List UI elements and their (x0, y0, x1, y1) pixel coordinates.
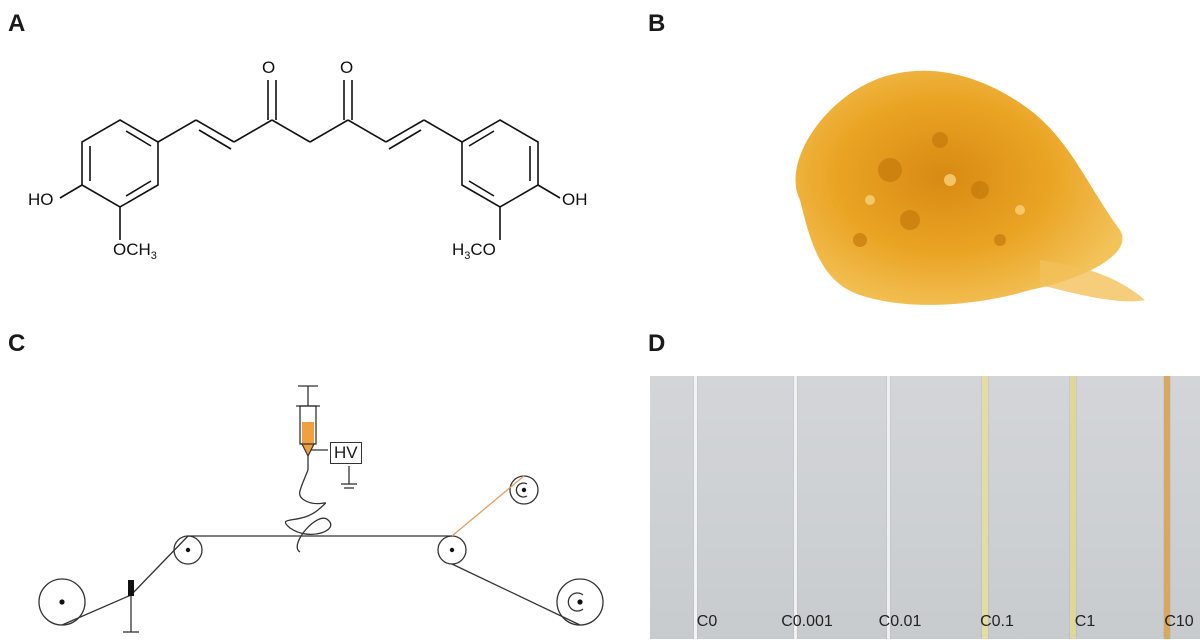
tensioner-block (128, 580, 134, 596)
fiber-photo: C0 C0.001 C0.01 C0.1 C1 C10 (650, 376, 1200, 639)
fiber-C1 (1070, 376, 1076, 639)
structure-drawing (59, 80, 561, 240)
fiber-label: C1 (1074, 613, 1096, 630)
fiber-C0 (693, 376, 697, 639)
panel-letter-a: A (8, 10, 26, 37)
curcumin-structure: O O HO OCH3 OH H3CO (0, 40, 640, 300)
hydroxyl-left: HO (28, 190, 54, 209)
fiber-label: C10 (1164, 613, 1194, 630)
methoxy-right: H3CO (452, 240, 496, 262)
fiber-label: C0.1 (980, 613, 1014, 630)
carbonyl-oxygen-1: O (262, 58, 276, 77)
methoxy-left: OCH3 (113, 240, 157, 262)
right-benzene-ring (461, 119, 539, 208)
fiber-label: C0 (696, 613, 718, 630)
carbonyl-oxygen-2: O (340, 58, 354, 77)
fiber-C10 (1164, 376, 1170, 639)
fiber-C0.01 (886, 376, 890, 639)
fiber-label: C0.01 (878, 613, 922, 630)
apparatus-diagram (38, 385, 604, 633)
panel-letter-c: C (8, 330, 26, 357)
powder-pile (795, 70, 1145, 305)
fiber-jet (284, 469, 332, 553)
panel-letter-b: B (648, 10, 666, 37)
hydroxyl-right: OH (562, 190, 588, 209)
fiber-label: C0.001 (781, 613, 833, 630)
panel-letter-d: D (648, 330, 666, 357)
high-voltage-box: HV (330, 442, 362, 464)
fiber-C0.1 (982, 376, 988, 639)
left-benzene-ring (81, 119, 159, 208)
fiber-C0.001 (793, 376, 797, 639)
electrospinning-apparatus: HV (0, 370, 640, 639)
polymer-solution (302, 422, 314, 444)
curcumin-powder-photo (740, 50, 1160, 340)
